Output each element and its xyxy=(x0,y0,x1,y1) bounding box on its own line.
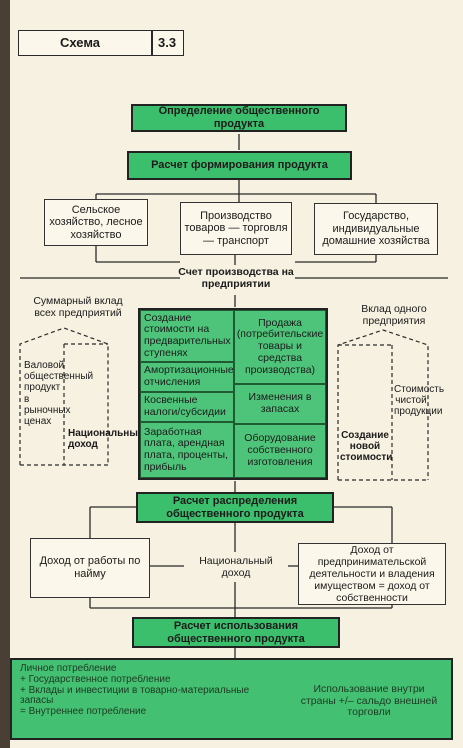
total-contribution-caption: Суммарный вклад всех предприятий xyxy=(33,295,123,319)
formation-title: Расчет формирования продукта xyxy=(127,151,352,180)
usage-footer xyxy=(10,658,453,740)
account-right-1: Изменения в запасах xyxy=(234,384,326,424)
account-left-2: Косвенные налоги/субсидии xyxy=(140,392,234,422)
usage-left-list: Личное потребление + Государственное пот… xyxy=(20,663,250,718)
scheme-number: 3.3 xyxy=(158,35,177,50)
distribution-title: Расчет распределения общественного проду… xyxy=(136,492,334,523)
account-left-0: Создание стоимости на предварительных ст… xyxy=(140,310,234,362)
definition-title: Определение общественного продукта xyxy=(131,104,347,132)
scheme-label: Схема xyxy=(60,35,101,50)
single-contribution-caption: Вклад одного предприятия xyxy=(361,303,427,327)
production-account-label: Счет производства на предприятии xyxy=(178,266,294,290)
usage-left-2: + Вклады и инвестиции в товарно-материал… xyxy=(20,684,250,707)
account-right-0: Продажа (потребительские товары и средст… xyxy=(234,310,326,384)
income-labor-box: Доход от работы по найму xyxy=(30,538,150,598)
sector-government: Государство, индивидуальные домашние хоз… xyxy=(314,203,438,255)
usage-left-0: Личное потребление xyxy=(20,663,117,674)
value-creation-label: Создание новой стоимости xyxy=(340,430,393,464)
header-divider xyxy=(151,30,153,56)
account-left-3: Заработная плата, арендная плата, процен… xyxy=(140,422,234,478)
account-right-2: Оборудование собственного изготовления xyxy=(234,424,326,478)
usage-left-1: + Государственное потребление xyxy=(20,673,171,685)
income-enterprise-box: Доход от предпринимательской деятельност… xyxy=(298,543,446,605)
usage-left-3: = Внутреннее потребление xyxy=(20,706,147,718)
scheme-header xyxy=(18,30,184,56)
national-income-left-label: Национальный доход xyxy=(68,428,145,451)
sector-production: Производство товаров — торговля — трансп… xyxy=(180,202,292,255)
income-national-label: Национальный доход xyxy=(199,555,273,579)
usage-right-text: Использование внутри страны +/– сальдо в… xyxy=(300,683,438,719)
account-left-1: Амортизационные отчисления xyxy=(140,362,234,392)
book-binding xyxy=(0,0,10,748)
usage-title: Расчет использования общественного проду… xyxy=(132,617,340,648)
gross-product-label: Валовой общественный продукт в рыночных … xyxy=(24,360,94,427)
net-product-label: Стоимость чистой продукции xyxy=(394,384,445,418)
sector-agriculture: Сельское хозяйство, лесное хозяйство xyxy=(44,199,148,246)
